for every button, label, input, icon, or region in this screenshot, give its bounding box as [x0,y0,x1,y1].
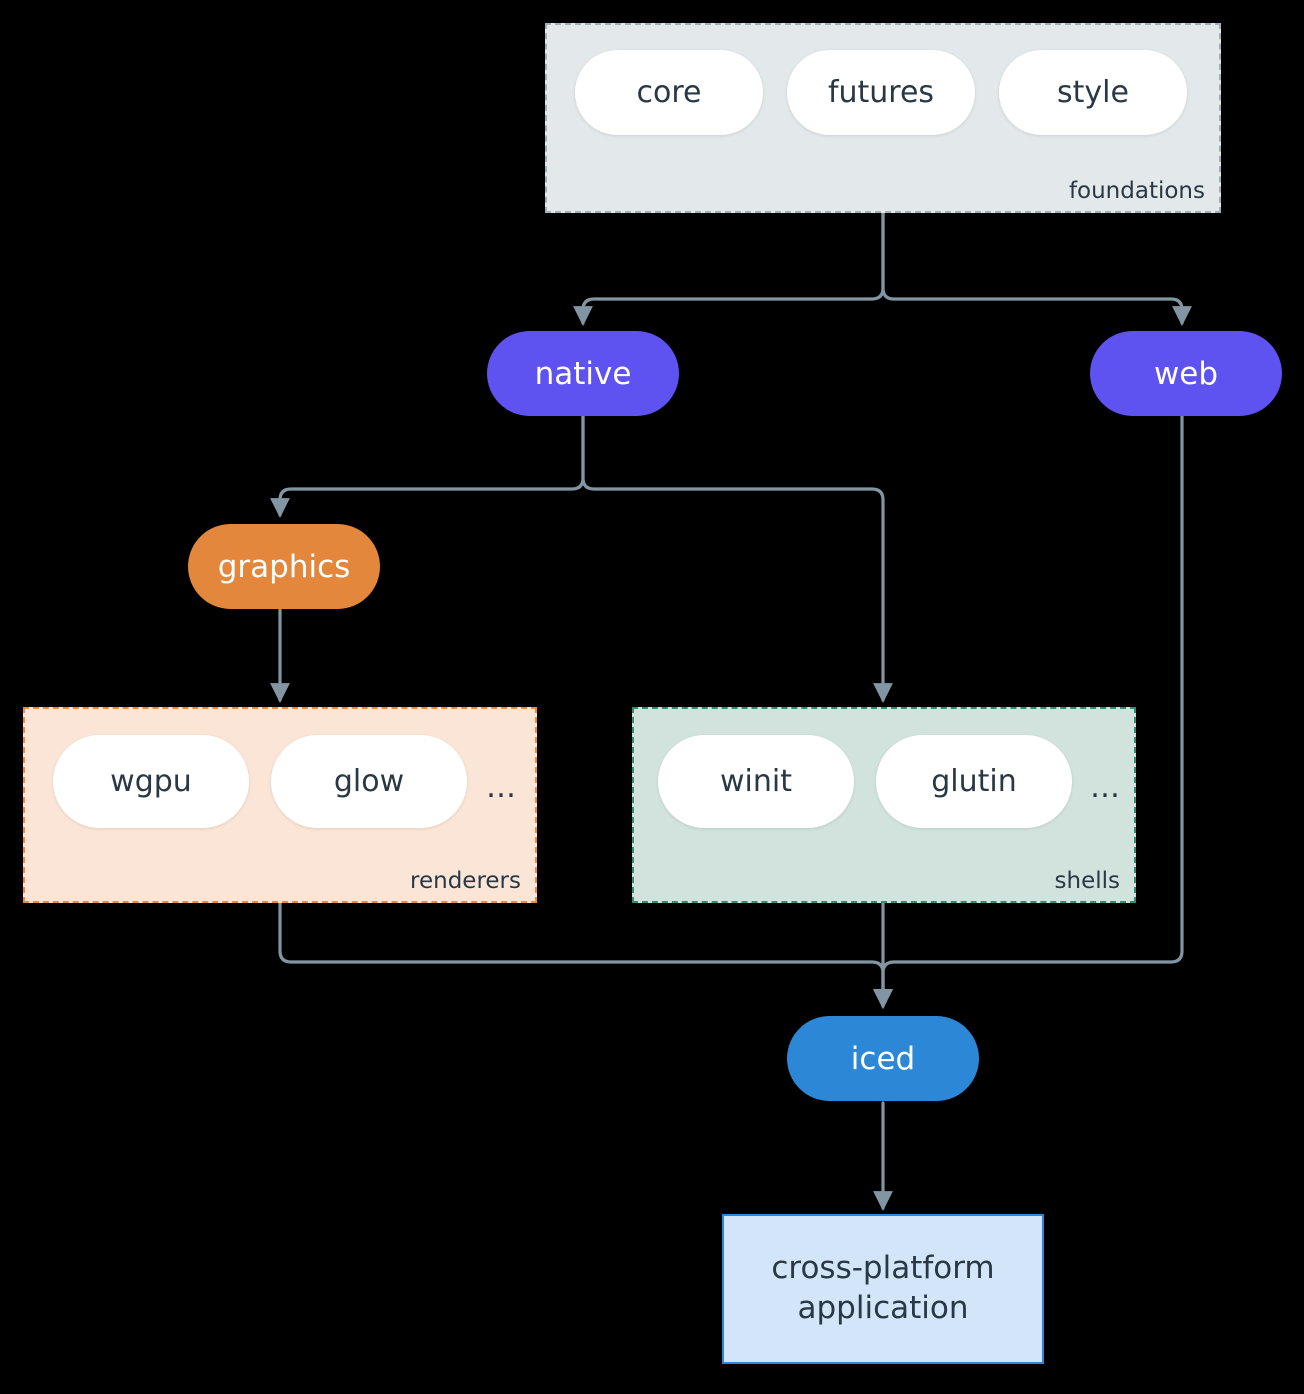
pill-glow-label: glow [333,764,405,799]
pill-glow[interactable]: glow [271,735,467,828]
node-web[interactable]: web [1090,331,1282,416]
cluster-foundations-members: core futures style [547,25,1219,211]
pill-futures[interactable]: futures [787,50,975,135]
renderers-ellipsis: … [486,770,516,805]
node-iced[interactable]: iced [787,1016,979,1101]
pill-style-label: style [1057,75,1129,110]
pill-glutin-label: glutin [931,764,1017,799]
cluster-shells: winit glutin … shells [632,707,1136,903]
edge-foundations-native [573,211,885,326]
pill-futures-label: futures [827,75,935,110]
pill-glutin[interactable]: glutin [876,735,1072,828]
pill-winit[interactable]: winit [658,735,854,828]
cluster-foundations: core futures style foundations [545,23,1221,213]
cluster-shells-label: shells [1054,868,1120,894]
node-graphics-label: graphics [217,548,351,585]
edge-renderers-iced [278,901,893,1009]
node-iced-label: iced [850,1040,916,1077]
node-web-label: web [1153,355,1219,392]
cluster-shells-members: winit glutin … [634,709,1134,901]
shells-ellipsis: … [1090,770,1120,805]
node-application-label-line1: cross-platform [771,1250,995,1287]
pill-wgpu[interactable]: wgpu [53,735,249,828]
node-application[interactable]: cross-platform application [722,1214,1044,1364]
pill-winit-label: winit [720,764,792,799]
edge-native-graphics [270,414,585,518]
cluster-foundations-label: foundations [1068,178,1205,204]
pill-wgpu-label: wgpu [110,764,192,799]
node-native[interactable]: native [487,331,679,416]
node-graphics[interactable]: graphics [188,524,380,609]
edge-native-shells [581,414,893,703]
cluster-renderers-members: wgpu glow … [25,709,535,901]
pill-core[interactable]: core [575,50,763,135]
node-native-label: native [534,355,632,392]
pill-style[interactable]: style [999,50,1187,135]
cluster-renderers-label: renderers [410,868,521,894]
pill-core-label: core [636,75,702,110]
cluster-renderers: wgpu glow … renderers [23,707,537,903]
edge-foundations-web [881,211,1192,326]
node-application-label-line2: application [797,1290,969,1326]
